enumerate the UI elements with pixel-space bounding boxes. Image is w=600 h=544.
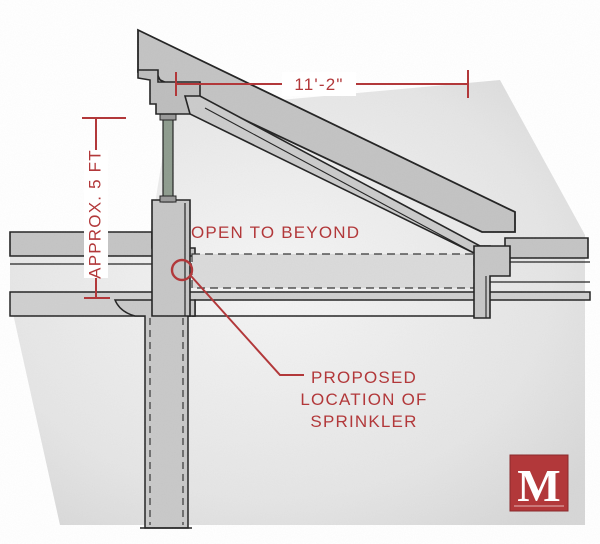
height-label-bg (84, 150, 108, 278)
proposed-location-line-3: SPRINKLER (310, 412, 417, 431)
span-label-bg (282, 72, 356, 96)
height-dimension-label: APPROX. 5 FT (85, 149, 104, 279)
sprinkler-location-marker (170, 258, 194, 282)
proposed-location-line-1: PROPOSED (311, 368, 417, 387)
sprinkler-leader-line (190, 275, 304, 376)
logo-letter: M (517, 460, 560, 511)
open-to-beyond-label: OPEN TO BEYOND (191, 223, 360, 242)
logo-badge (509, 454, 569, 512)
proposed-location-line-2: LOCATION OF (300, 390, 427, 409)
span-dimension-label: 11'-2" (294, 75, 343, 94)
